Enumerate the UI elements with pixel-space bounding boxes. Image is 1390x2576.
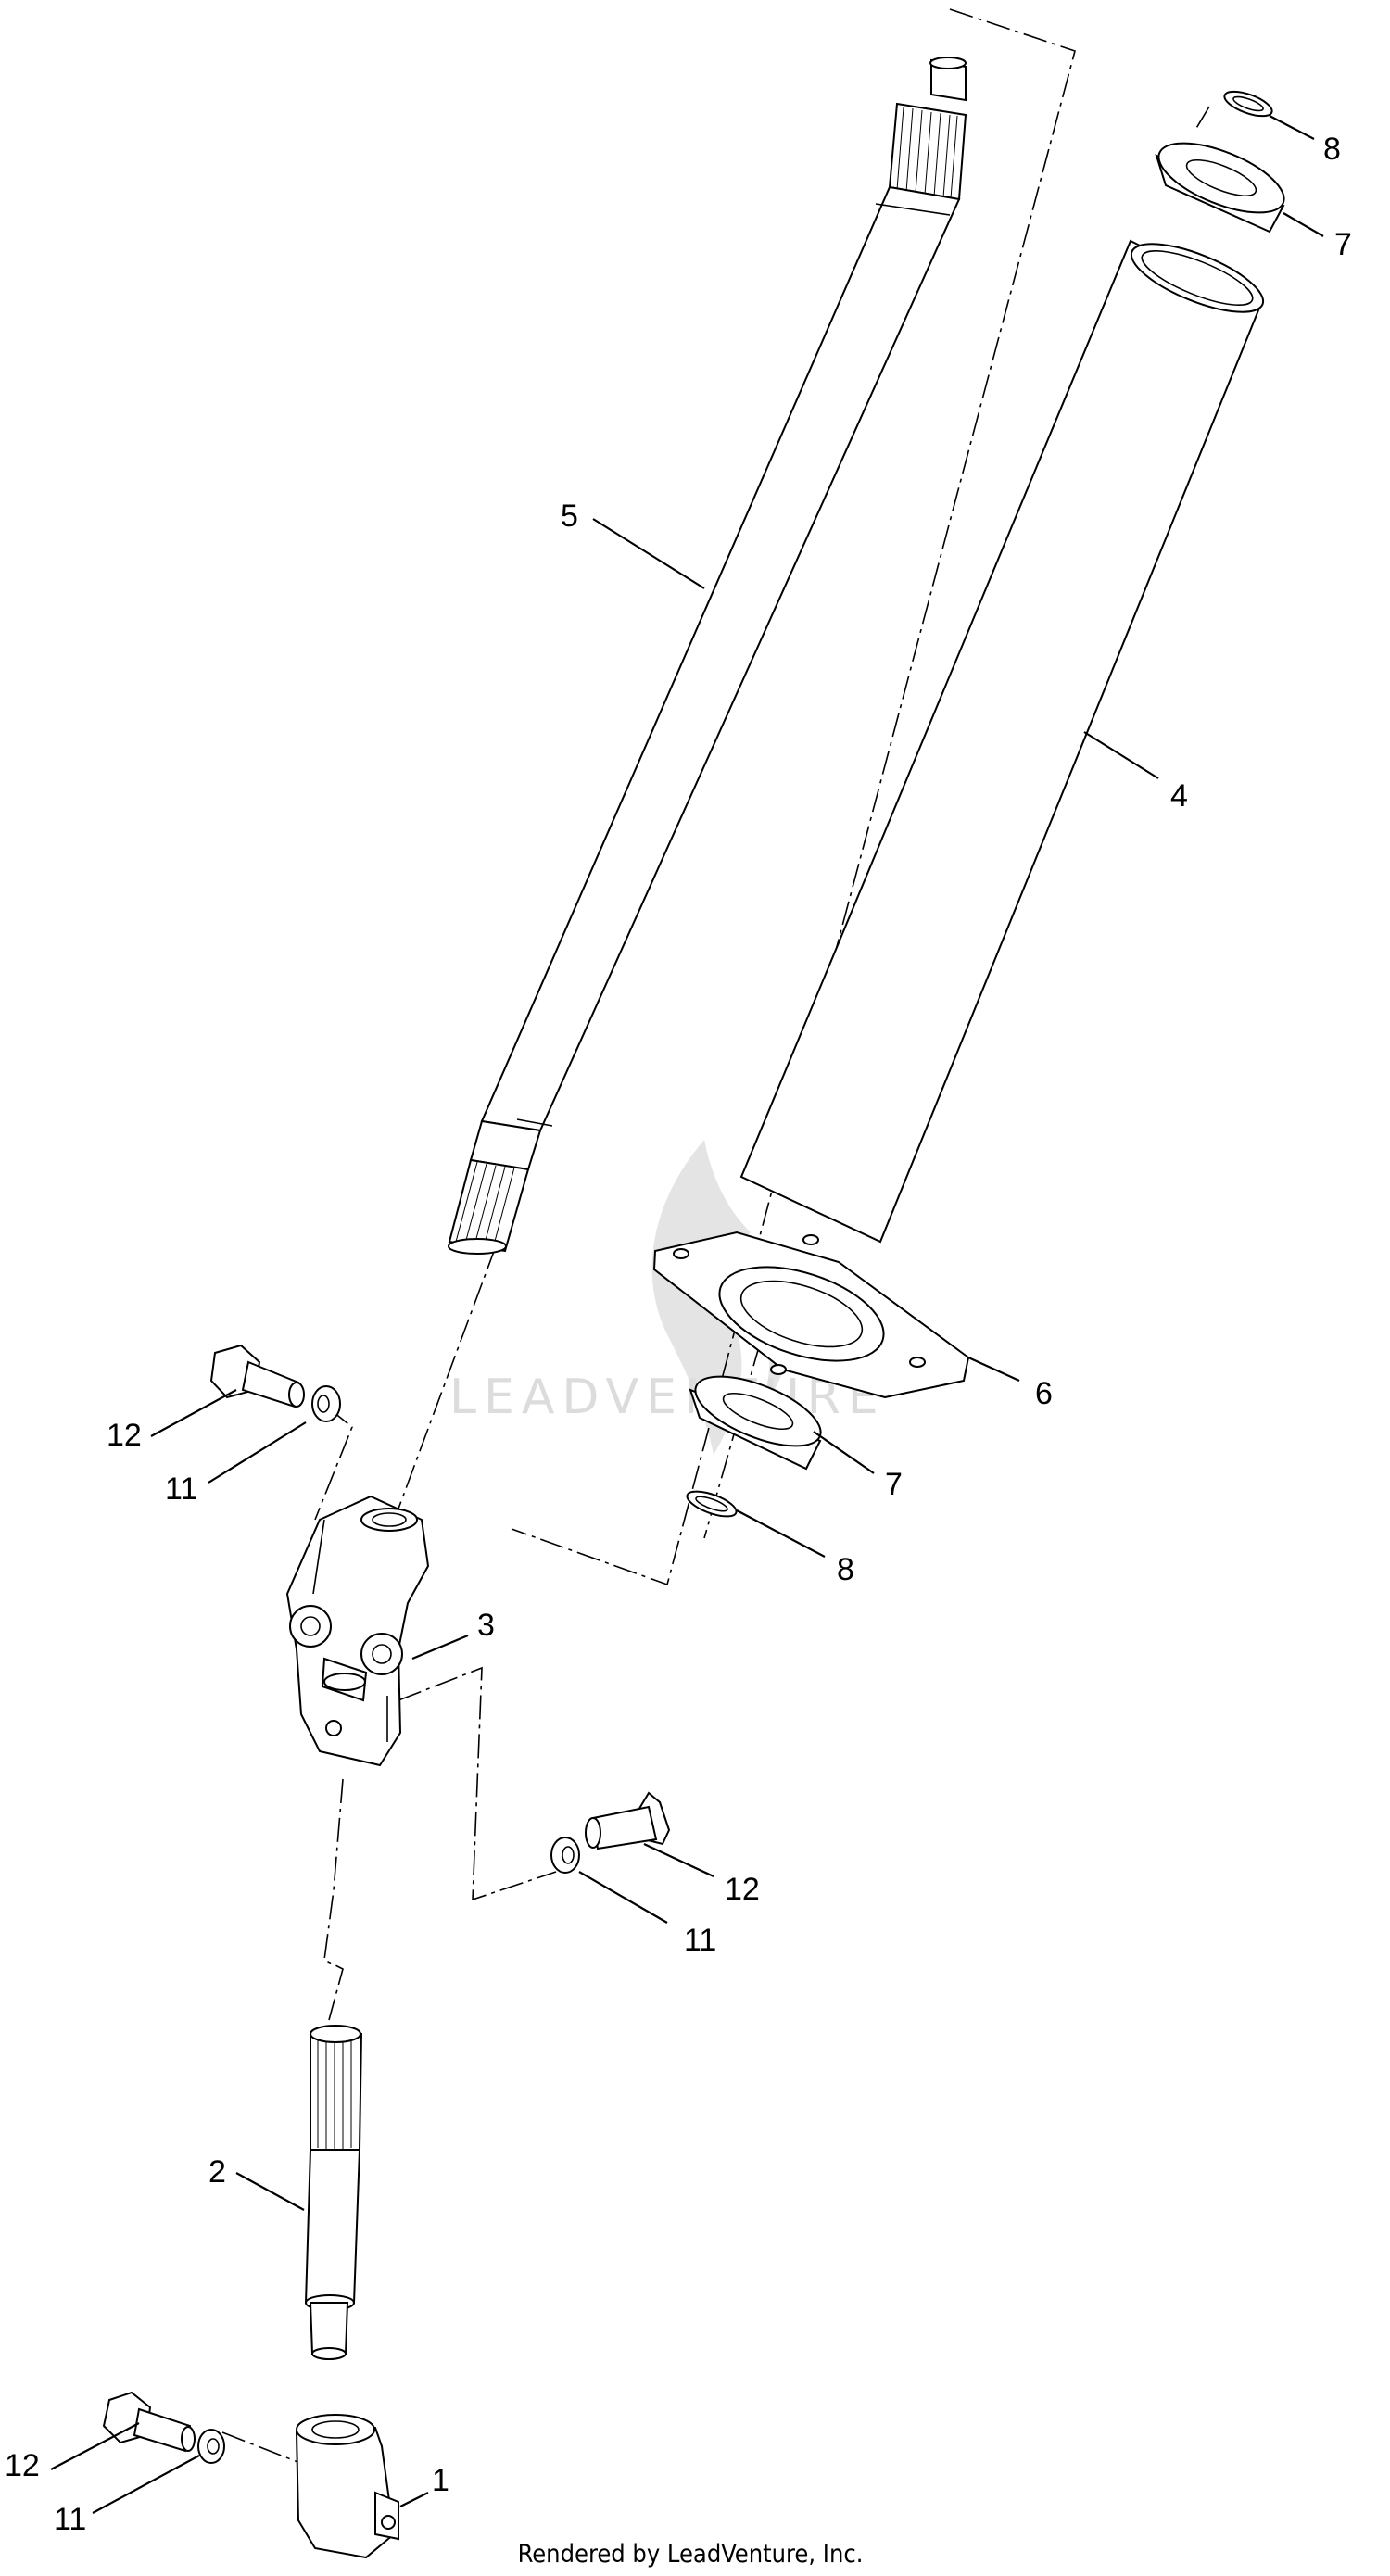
leader-4 bbox=[1083, 731, 1159, 779]
callout-7-upper: 7 bbox=[1334, 227, 1352, 262]
leader-11-right bbox=[578, 1871, 668, 1924]
centerline-ujoint-shaft2 bbox=[323, 1778, 344, 2021]
lock-washer-left bbox=[311, 1385, 341, 1422]
leader-5 bbox=[592, 518, 705, 589]
leader-12-left bbox=[150, 1389, 237, 1437]
leader-2 bbox=[235, 2172, 305, 2211]
callout-7-lower: 7 bbox=[885, 1467, 903, 1502]
callout-11-left: 11 bbox=[165, 1471, 197, 1507]
lock-washer-bottom bbox=[197, 2429, 225, 2464]
centerline-ujoint-bolt-right bbox=[398, 1666, 557, 1901]
steering-shaft bbox=[448, 57, 967, 1255]
callout-labels: 5 4 8 7 6 7 8 12 11 3 12 11 2 1 12 11 bbox=[5, 132, 1352, 2537]
bolt-right bbox=[585, 1791, 671, 1850]
callout-4: 4 bbox=[1170, 778, 1188, 814]
callout-5: 5 bbox=[561, 499, 578, 534]
callout-11-bottom: 11 bbox=[54, 2502, 86, 2537]
centerline-shaft-top bbox=[511, 8, 1076, 1586]
centerline-tube-lower bbox=[1194, 106, 1210, 131]
callout-11-right: 11 bbox=[684, 1923, 716, 1958]
leader-6 bbox=[967, 1356, 1020, 1383]
lower-shaft bbox=[304, 2025, 363, 2360]
callout-12-right: 12 bbox=[725, 1872, 760, 1907]
yoke bbox=[295, 2414, 399, 2559]
shaft-bottom-splines bbox=[455, 1161, 515, 1249]
lock-washer-right bbox=[550, 1837, 580, 1874]
callout-1: 1 bbox=[432, 2463, 449, 2498]
callout-3: 3 bbox=[477, 1608, 495, 1643]
leader-11-bottom bbox=[92, 2455, 200, 2514]
leader-7-lower bbox=[813, 1431, 875, 1474]
bolt-bottom bbox=[102, 2391, 196, 2453]
callout-2: 2 bbox=[208, 2154, 226, 2190]
leader-lines bbox=[50, 115, 1324, 2514]
centerline-shaft-ujoint bbox=[388, 1245, 497, 1534]
bearing-upper bbox=[1155, 142, 1285, 234]
retaining-ring-upper bbox=[1223, 90, 1273, 118]
leader-12-bottom bbox=[50, 2422, 140, 2470]
leader-1 bbox=[399, 2492, 429, 2507]
leader-12-right bbox=[643, 1843, 714, 1877]
shaft-top-splines bbox=[896, 107, 958, 199]
callout-6: 6 bbox=[1035, 1376, 1053, 1411]
bearing-lower bbox=[689, 1375, 822, 1471]
centerline-bolt-left bbox=[314, 1408, 353, 1521]
rendered-by-credit: Rendered by LeadVenture, Inc. bbox=[518, 2540, 864, 2569]
leader-7-upper bbox=[1283, 212, 1324, 237]
leader-8-upper bbox=[1269, 115, 1315, 140]
leader-3 bbox=[411, 1634, 469, 1661]
lower-shaft-splines bbox=[317, 2040, 352, 2150]
steering-tube bbox=[739, 239, 1265, 1244]
centerline-bolt-bottom bbox=[221, 2431, 353, 2484]
leader-8-lower bbox=[736, 1509, 826, 1558]
mounting-flange bbox=[652, 1231, 970, 1399]
retaining-ring-lower bbox=[686, 1490, 738, 1518]
callout-8-lower: 8 bbox=[837, 1552, 854, 1587]
callout-8-upper: 8 bbox=[1323, 132, 1341, 167]
universal-joint bbox=[285, 1495, 430, 1767]
leader-11-left bbox=[208, 1421, 307, 1484]
bolt-left bbox=[209, 1344, 305, 1408]
callout-12-left: 12 bbox=[107, 1418, 142, 1453]
callout-12-bottom: 12 bbox=[5, 2448, 40, 2483]
